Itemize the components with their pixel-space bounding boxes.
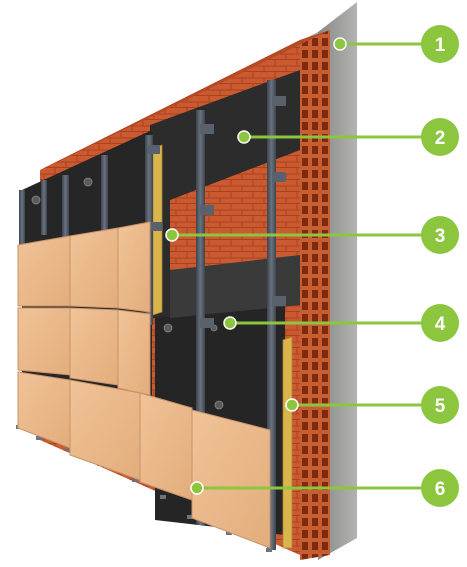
callout-badge — [421, 118, 459, 156]
callout-badge — [421, 386, 459, 424]
cladding-tile — [17, 371, 71, 449]
cladding-tile — [117, 221, 151, 313]
facade-panel — [17, 221, 271, 549]
callout-number: 3 — [435, 226, 446, 247]
cladding-tile — [69, 227, 119, 309]
callout-4[interactable]: 4 — [223, 304, 459, 342]
callout-1[interactable]: 1 — [333, 25, 459, 63]
callout-badge — [421, 469, 459, 507]
callout-number: 5 — [435, 396, 446, 417]
vertical-rail — [62, 175, 69, 245]
cladding-tile — [69, 307, 119, 386]
callout-number: 1 — [435, 35, 446, 56]
vertical-rail — [19, 190, 25, 245]
callout-6[interactable]: 6 — [190, 469, 459, 507]
callout-badge — [421, 25, 459, 63]
callout-badge — [421, 216, 459, 254]
callout-badge — [421, 304, 459, 342]
cladding-tile — [117, 309, 151, 396]
callout-5[interactable]: 5 — [285, 386, 459, 424]
vertical-rail — [196, 110, 205, 525]
vertical-rail — [41, 180, 47, 235]
vertical-rail — [267, 80, 276, 550]
cladding-tile — [139, 392, 193, 501]
callout-2[interactable]: 2 — [237, 118, 459, 156]
cladding-tile — [69, 379, 141, 481]
cladding-tile — [17, 307, 71, 376]
callouts: 1 2 3 4 5 6 — [165, 25, 459, 507]
cladding-tile — [17, 235, 71, 307]
callout-number: 4 — [435, 314, 446, 335]
callout-number: 6 — [435, 479, 446, 500]
callout-number: 2 — [435, 128, 446, 149]
vertical-rail — [101, 155, 108, 245]
callout-3[interactable]: 3 — [165, 216, 459, 254]
cladding-tile — [191, 409, 271, 549]
rail-brackets — [148, 96, 286, 328]
